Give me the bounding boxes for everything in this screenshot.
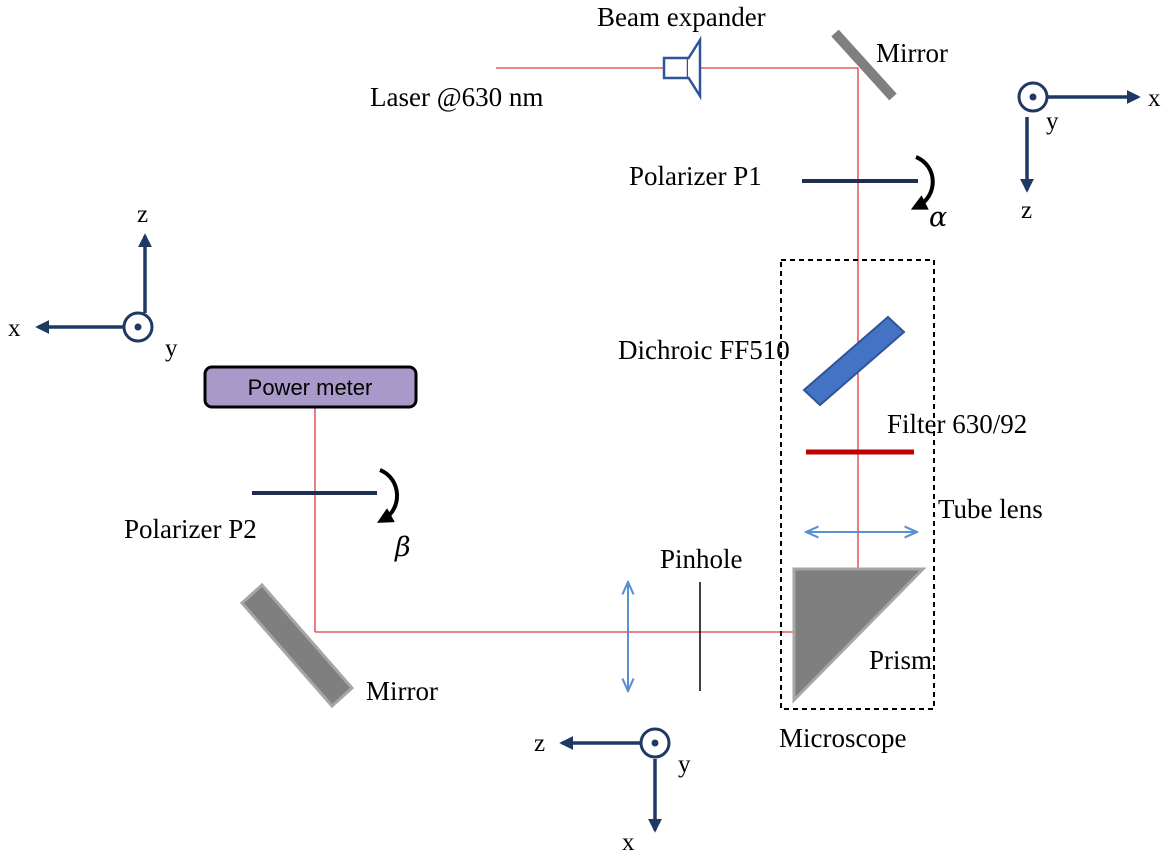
polarizer-p1-label: Polarizer P1: [629, 161, 762, 191]
axis-y-label: y: [165, 335, 178, 362]
axis-x-label: x: [1148, 85, 1161, 112]
power-meter-label: Power meter: [248, 375, 373, 400]
dichroic-label: Dichroic FF510: [618, 335, 790, 365]
beta-label: β: [394, 532, 411, 563]
pinhole-label: Pinhole: [660, 544, 743, 574]
axes-left: x y z: [8, 201, 178, 362]
axes-bottom: z y x: [534, 727, 691, 856]
alpha-rotation-icon: [910, 155, 935, 210]
filter-label: Filter 630/92: [887, 409, 1027, 439]
mirror-top-label: Mirror: [876, 38, 948, 68]
microscope-label: Microscope: [779, 723, 906, 753]
microscope-box: [780, 259, 935, 710]
power-meter-box: [203, 365, 418, 409]
prism-icon: [792, 567, 927, 704]
laser-label: Laser @630 nm: [370, 82, 543, 112]
prism-label: Prism: [869, 645, 932, 675]
axis-x-label: x: [8, 315, 21, 342]
mirror-top-icon: [831, 29, 897, 101]
mirror-bottom-icon: [239, 582, 355, 709]
axis-z-label: z: [1021, 197, 1032, 224]
polarizer-p2-label: Polarizer P2: [124, 514, 257, 544]
tube-lens-label: Tube lens: [938, 494, 1043, 524]
alpha-label: α: [929, 202, 947, 233]
axes-top-right: x y z: [1017, 81, 1161, 224]
mirror-bottom-label: Mirror: [366, 676, 438, 706]
dichroic-icon: [802, 315, 906, 407]
axis-y-label: y: [1046, 108, 1059, 135]
axis-x-label: x: [622, 829, 635, 856]
beam-expander-label: Beam expander: [597, 2, 766, 32]
axis-z-label: z: [534, 730, 545, 757]
axis-y-label: y: [678, 751, 691, 778]
beam-expander-icon: [662, 35, 702, 101]
beta-rotation-icon: [377, 468, 399, 523]
axis-z-label: z: [137, 201, 148, 228]
